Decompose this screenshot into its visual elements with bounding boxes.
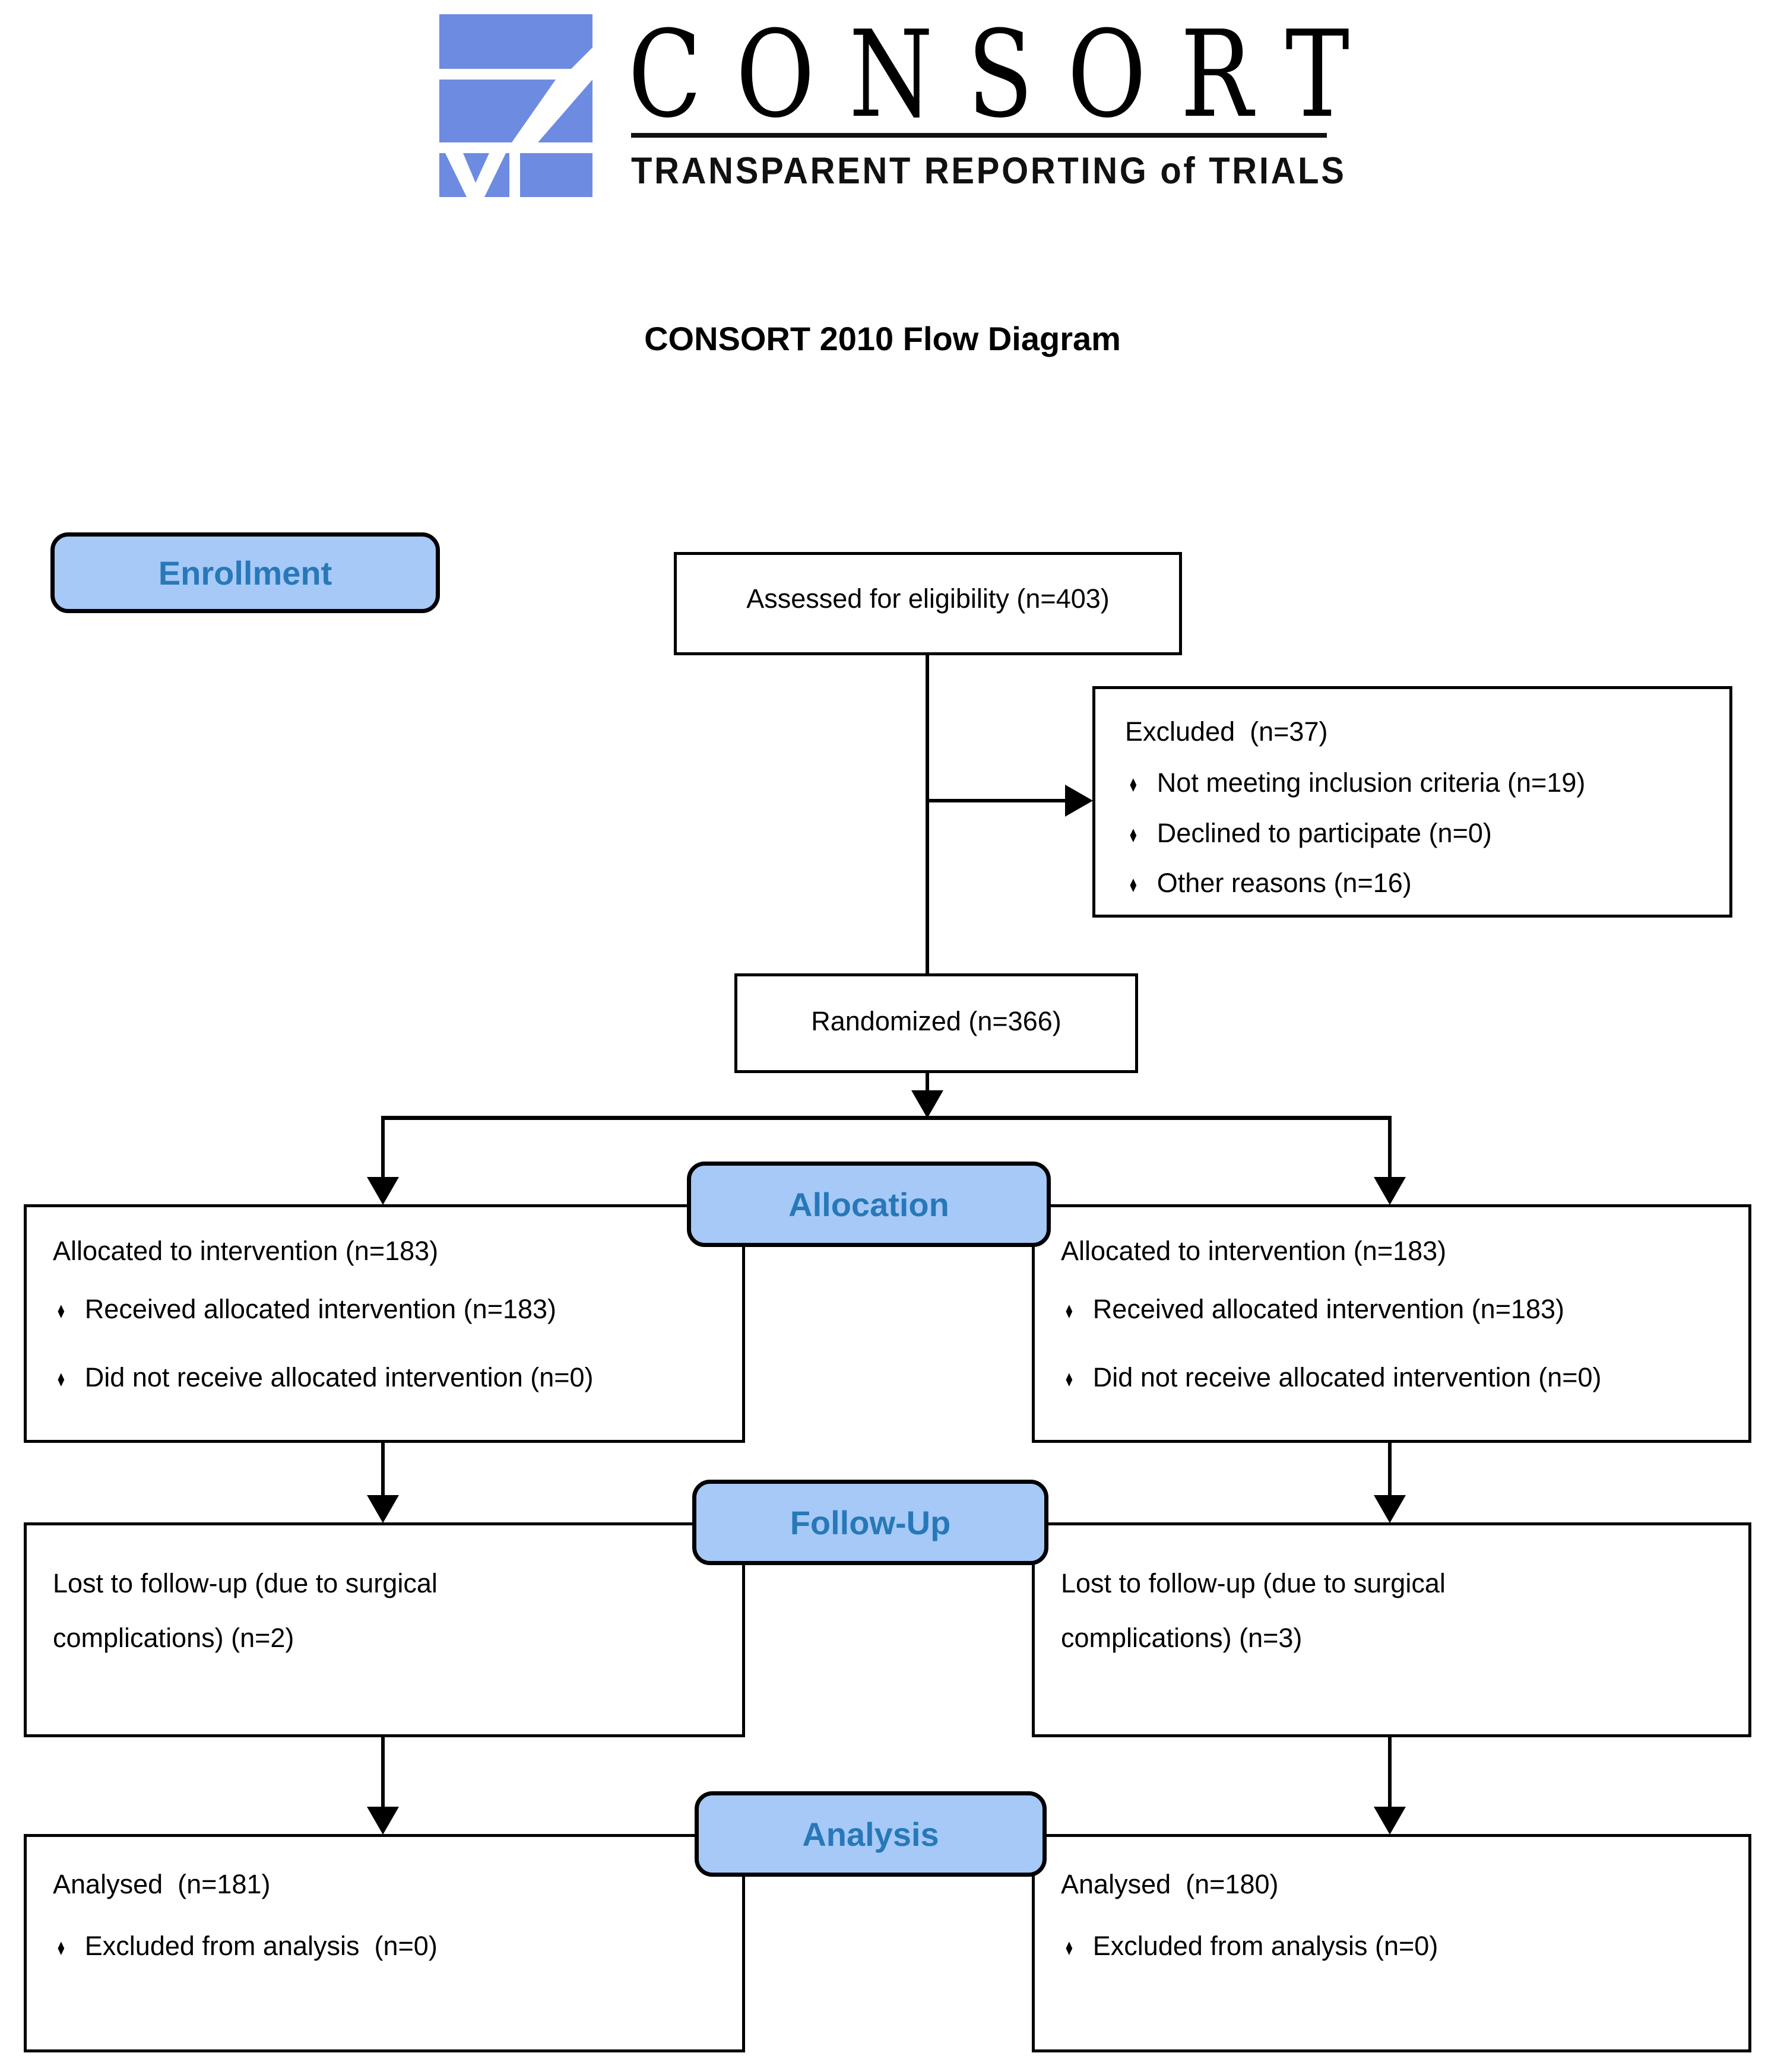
connector-split-allocleft [381,1118,385,1178]
box-excluded: Excluded (n=37) ♦ Not meeting inclusion … [1092,686,1732,918]
connector-assessed-randomized [926,655,929,975]
diamond-bullet-icon: ♦ [56,1302,66,1324]
analysis-right-title: Analysed (n=180) [1061,1869,1279,1899]
excluded-bullet-3: ♦ Other reasons (n=16) [1125,867,1700,900]
stage-label-followup: Follow-Up [692,1480,1048,1565]
diamond-bullet-icon: ♦ [1128,825,1139,847]
box-analysis-right: Analysed (n=180) ♦ Excluded from analysi… [1032,1834,1751,2052]
arrowhead-alloc-left-icon [367,1177,399,1205]
randomized-text: Randomized (n=366) [811,1006,1061,1036]
analysis-left-title: Analysed (n=181) [53,1869,271,1899]
connector-randomized-split [926,1071,929,1093]
consort-wordmark: CONSORT [628,5,1384,145]
stage-label-allocation: Allocation [687,1162,1051,1247]
arrowhead-followup-left-icon [367,1495,399,1523]
logo-subtitle: TRANSPARENT REPORTING of TRIALS [631,150,1346,192]
connector-followup-analysis-right [1388,1736,1392,1807]
analysis-left-bullet-1: ♦ Excluded from analysis (n=0) [53,1930,716,1963]
arrowhead-followup-right-icon [1374,1495,1406,1523]
box-allocation-right: Allocated to intervention (n=183) ♦ Rece… [1032,1204,1751,1443]
connector-alloc-followup-right [1388,1442,1392,1496]
arrowhead-alloc-right-icon [1374,1177,1406,1205]
bullet-text: Excluded from analysis (n=0) [84,1931,438,1962]
analysis-right-bullet-1: ♦ Excluded from analysis (n=0) [1061,1930,1722,1963]
excluded-title: Excluded (n=37) [1125,716,1328,747]
allocation-right-title: Allocated to intervention (n=183) [1061,1236,1447,1266]
diamond-bullet-icon: ♦ [1064,1938,1075,1960]
arrowhead-excluded-icon [1065,785,1093,817]
arrowhead-analysis-left-icon [367,1807,399,1835]
box-analysis-left: Analysed (n=181) ♦ Excluded from analysi… [24,1834,745,2052]
stage-label-analysis: Analysis [695,1791,1047,1877]
connector-excluded-branch [926,799,1068,802]
connector-split-allocright [1388,1118,1392,1178]
diamond-bullet-icon: ♦ [56,1369,66,1391]
box-followup-left: Lost to follow-up (due to surgical compl… [24,1522,745,1737]
connector-split-line [381,1116,1392,1120]
allocation-left-bullet-1: ♦ Received allocated intervention (n=183… [53,1293,716,1326]
diamond-bullet-icon: ♦ [1128,775,1139,797]
allocation-left-title: Allocated to intervention (n=183) [53,1236,439,1266]
bullet-text: Received allocated intervention (n=183) [84,1294,557,1325]
stage-label-enrollment: Enrollment [50,532,440,613]
logo-divider [631,133,1327,138]
stage-label-text: Enrollment [158,554,332,592]
bullet-text: Received allocated intervention (n=183) [1092,1294,1565,1325]
connector-followup-analysis-left [381,1736,385,1807]
connector-alloc-followup-left [381,1442,385,1496]
stage-label-text: Allocation [788,1185,949,1223]
box-assessed: Assessed for eligibility (n=403) [674,552,1182,655]
arrowhead-split-icon [911,1090,943,1118]
arrowhead-analysis-right-icon [1374,1807,1406,1835]
box-followup-right: Lost to follow-up (due to surgical compl… [1032,1522,1751,1737]
bullet-text: Did not receive allocated intervention (… [84,1362,594,1392]
diamond-bullet-icon: ♦ [56,1938,66,1960]
excluded-bullet-2: ♦ Declined to participate (n=0) [1125,817,1700,850]
diamond-bullet-icon: ♦ [1128,875,1139,897]
bullet-text: Excluded from analysis (n=0) [1092,1931,1438,1962]
allocation-right-bullet-1: ♦ Received allocated intervention (n=183… [1061,1293,1722,1326]
consort-logo-icon [439,14,592,197]
assessed-text: Assessed for eligibility (n=403) [746,583,1110,614]
bullet-text: Did not receive allocated intervention (… [1092,1362,1602,1392]
allocation-right-bullet-2: ♦ Did not receive allocated intervention… [1061,1361,1722,1394]
followup-right-text: Lost to follow-up (due to surgical compl… [1061,1568,1453,1653]
box-randomized: Randomized (n=366) [734,973,1138,1073]
diamond-bullet-icon: ♦ [1064,1302,1075,1324]
bullet-text: Not meeting inclusion criteria (n=19) [1156,767,1586,798]
followup-left-text: Lost to follow-up (due to surgical compl… [53,1568,445,1653]
stage-label-text: Follow-Up [790,1503,951,1541]
stage-label-text: Analysis [802,1815,939,1853]
allocation-left-bullet-2: ♦ Did not receive allocated intervention… [53,1361,716,1394]
bullet-text: Declined to participate (n=0) [1156,817,1492,848]
bullet-text: Other reasons (n=16) [1156,867,1412,898]
diamond-bullet-icon: ♦ [1064,1369,1075,1391]
excluded-bullet-1: ♦ Not meeting inclusion criteria (n=19) [1125,766,1700,799]
box-allocation-left: Allocated to intervention (n=183) ♦ Rece… [24,1204,745,1443]
page-title: CONSORT 2010 Flow Diagram [644,320,1121,357]
